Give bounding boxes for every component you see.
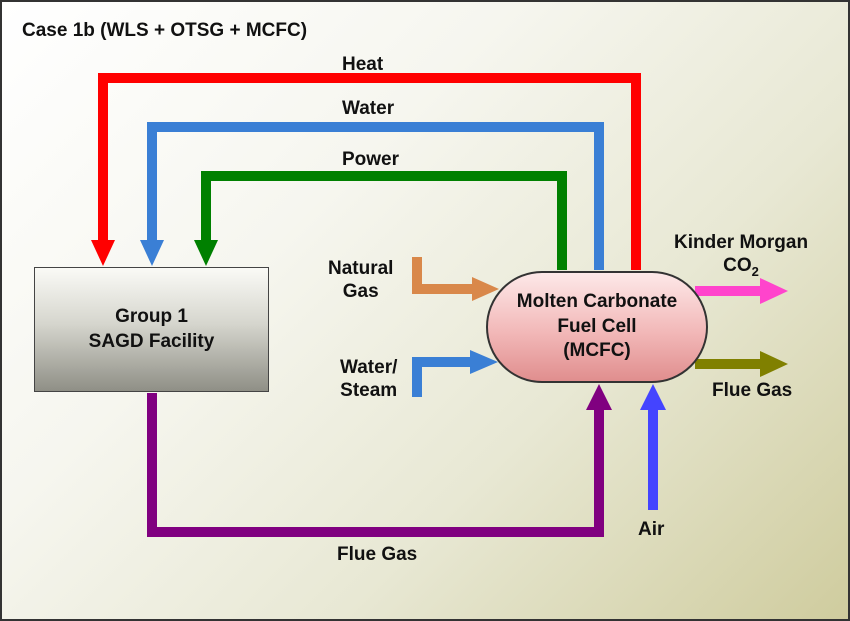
natural-gas-label-line-1: Natural [328,258,394,279]
water-steam-line [412,357,470,397]
co2-arrowhead [760,278,788,304]
air-label: Air [638,519,665,540]
mcfc-label-line-3: (MCFC) [563,340,631,362]
sagd-label-line-1: Group 1 [115,305,188,327]
natural-gas-arrowhead [472,277,499,301]
water-arrowhead [140,240,164,266]
water-steam-arrowhead [470,350,498,374]
flue-gas-out-label: Flue Gas [712,380,793,401]
heat-arrowhead [91,240,115,266]
air-arrowhead [640,384,666,410]
flue-gas-out-arrowhead [760,351,788,377]
co2-label: CO2 [674,255,808,279]
power-flow-line [201,171,567,270]
flue-gas-bottom-label: Flue Gas [337,544,418,565]
natural-gas-label: Natural Gas [328,258,393,304]
kinder-morgan-co2-label: Kinder Morgan CO2 [674,232,808,279]
mcfc-label-line-1: Molten Carbonate [516,290,678,312]
heat-flow-line [98,73,641,270]
co2-label-text: CO [723,254,752,276]
heat-label: Heat [342,54,384,75]
water-steam-label: Water/ Steam [340,357,397,403]
water-steam-label-line-1: Water/ [340,357,398,378]
power-label: Power [342,149,400,170]
flue-gas-loop-arrowhead [586,384,612,410]
sagd-facility-box: Group 1 SAGD Facility [34,267,269,392]
mcfc-label-line-2: Fuel Cell [557,315,637,337]
water-label: Water [342,98,395,119]
power-arrowhead [194,240,218,266]
diagram-title: Case 1b (WLS + OTSG + MCFC) [22,20,308,41]
flue-gas-loop-line [147,393,604,537]
water-flow-line [147,122,604,270]
sagd-label-line-2: SAGD Facility [88,330,215,352]
mcfc-box: Molten Carbonate Fuel Cell (MCFC) [486,271,708,383]
water-steam-label-line-2: Steam [340,379,398,401]
natural-gas-line [412,257,472,294]
kinder-morgan-label-line-1: Kinder Morgan [674,232,809,253]
co2-subscript: 2 [751,263,759,279]
natural-gas-label-line-2: Gas [342,280,379,302]
